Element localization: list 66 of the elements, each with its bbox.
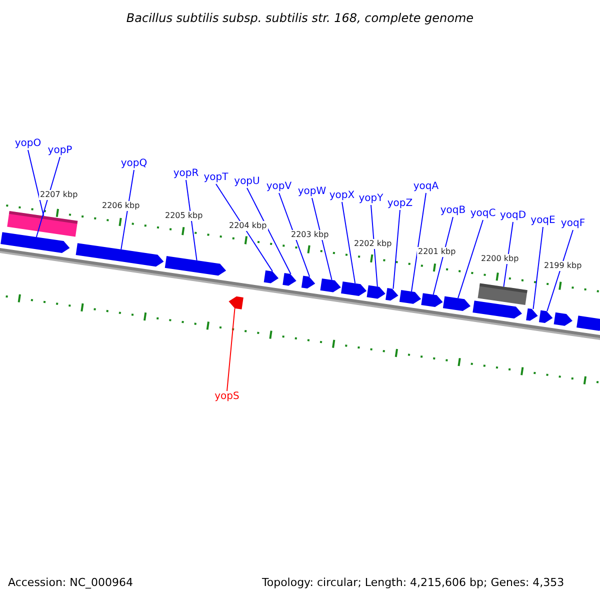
gene-feature: [341, 282, 367, 296]
gene-feature: [576, 316, 600, 331]
gene-label: yopZ: [387, 198, 413, 210]
gene-label: yopQ: [120, 158, 148, 170]
gene-feature-bar: [7, 210, 78, 237]
title: Bacillus subtilis subsp. subtilis str. 168, complete genome: [125, 11, 475, 25]
gene-feature: [0, 232, 70, 253]
scale-label: 2199 kbp: [543, 261, 583, 271]
leader-line: [432, 216, 454, 296]
footer-text: Accession: NC_000964: [8, 576, 134, 589]
gene-feature: [320, 278, 341, 292]
leader-line: [186, 180, 198, 261]
gene-label: yopP: [48, 145, 72, 157]
leader-line: [546, 230, 574, 312]
gene-label: yopR: [173, 168, 199, 180]
gene-label: yopY: [358, 193, 384, 205]
gene-label: yoqD: [500, 210, 526, 222]
gene-label: yopO: [14, 138, 42, 150]
scale-label: 2204 kbp: [228, 221, 268, 231]
gene-label: yopT: [204, 172, 228, 184]
gene-feature: [228, 296, 244, 310]
gene-label: yopW: [298, 186, 326, 198]
scale-label: 2207 kbp: [39, 190, 79, 200]
gene-feature: [554, 312, 572, 326]
gene-feature: [421, 293, 443, 308]
gene-label: yopV: [266, 181, 292, 193]
gene-feature-bar: [478, 283, 528, 305]
leader-line: [392, 210, 400, 290]
gene-feature: [264, 270, 279, 284]
gene-feature: [442, 296, 471, 312]
gene-label: yoqB: [440, 205, 466, 217]
scale-label: 2202 kbp: [353, 239, 393, 249]
gene-label: yoqE: [530, 215, 556, 227]
leader-line: [246, 188, 292, 274]
scale-label: 2201 kbp: [417, 247, 457, 257]
leader-line: [226, 308, 236, 392]
leader-line: [120, 170, 134, 250]
leader-line: [411, 192, 426, 292]
leader-line: [370, 204, 378, 287]
leader-line: [278, 192, 310, 278]
leader-line: [216, 184, 273, 272]
gene-label: yoqF: [560, 218, 586, 230]
gene-feature: [301, 276, 316, 289]
leader-line: [36, 156, 60, 238]
gene-label: yopS: [214, 391, 240, 403]
gene-feature: [164, 256, 226, 276]
leader-line: [532, 226, 544, 310]
gene-feature: [366, 285, 386, 299]
gene-label: yopU: [234, 176, 260, 188]
scale-label: 2206 kbp: [101, 201, 141, 211]
leader-line: [458, 220, 484, 299]
leader-line: [342, 202, 356, 284]
gene-feature: [526, 308, 538, 321]
scale-label: 2205 kbp: [164, 211, 204, 221]
gene-feature: [282, 273, 296, 286]
gene-feature: [538, 310, 553, 323]
gene-label: yopX: [329, 190, 355, 202]
gene-feature: [386, 288, 398, 301]
scale-label: 2203 kbp: [290, 230, 330, 240]
leader-line: [28, 150, 44, 216]
gene-label: yoqA: [413, 181, 439, 193]
gene-feature: [76, 243, 164, 267]
gene-feature: [399, 290, 422, 304]
footer-text: Topology: circular; Length: 4,215,606 bp; Genes: 4,353: [262, 576, 564, 589]
scale-label: 2200 kbp: [480, 254, 520, 264]
gene-label: yoqC: [470, 208, 496, 220]
